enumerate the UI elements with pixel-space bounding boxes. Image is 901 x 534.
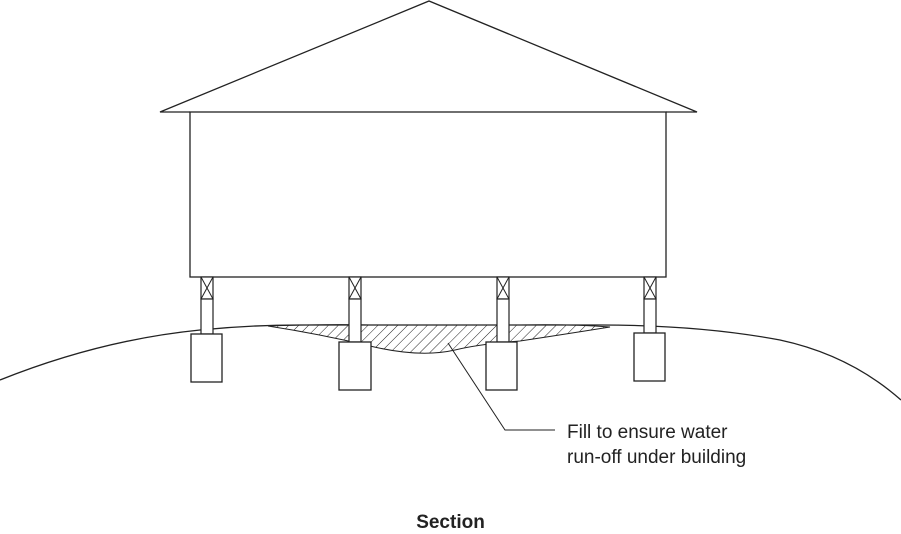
- ground-line: [0, 324, 901, 401]
- fill-annotation: Fill to ensure water run-off under build…: [567, 420, 746, 470]
- stump-post-1: [190, 276, 223, 383]
- stump-post-4: [633, 276, 666, 382]
- house-body: [189, 111, 667, 278]
- stump-post-2: [338, 276, 372, 391]
- diagram-caption: Section: [416, 512, 485, 533]
- stump-post-3: [485, 276, 518, 391]
- annotation-line-1: Fill to ensure water: [567, 422, 728, 443]
- leader-line: [447, 342, 555, 431]
- roof-outline: [159, 0, 698, 113]
- fill-hatch-area: [267, 324, 611, 354]
- annotation-line-2: run-off under building: [567, 447, 747, 468]
